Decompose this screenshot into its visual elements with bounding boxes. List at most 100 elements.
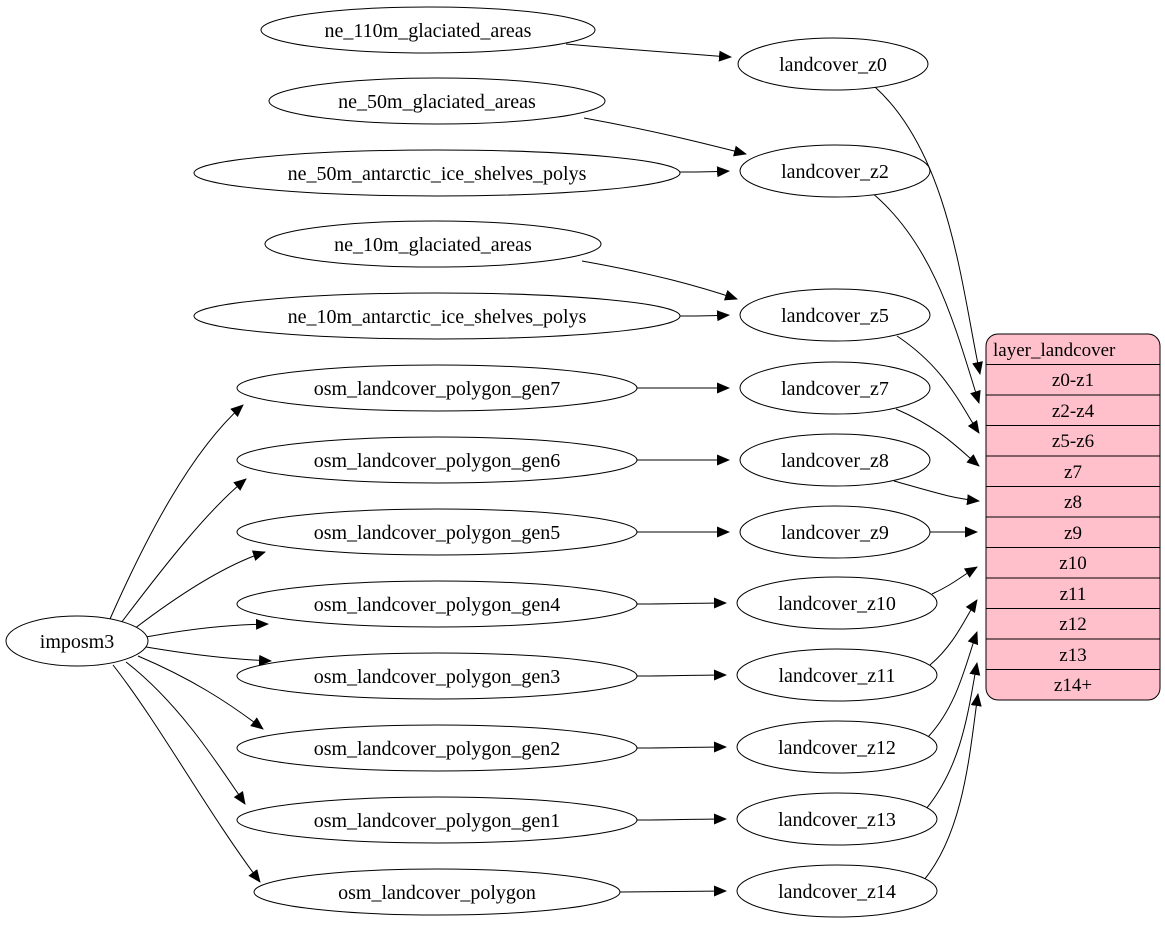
osm-landcover-polygon-gen2-label: osm_landcover_polygon_gen2 — [314, 738, 561, 760]
record-row-z5-z6: z5-z6 — [1052, 431, 1094, 452]
node-landcover-z5: landcover_z5 — [739, 288, 931, 342]
edge-polygon-to-z14 — [619, 885, 727, 897]
osm-landcover-polygon-gen3-shape — [236, 652, 638, 700]
layer-landcover-title: layer_landcover — [993, 340, 1116, 361]
edge-z10-to-row-z10 — [931, 566, 978, 595]
landcover-z13-shape — [736, 792, 938, 846]
edge-z13-to-row-z13 — [925, 662, 981, 810]
landcover-z5-label: landcover_z5 — [781, 305, 889, 327]
landcover-z14-shape — [736, 864, 938, 918]
edge-imposm3-to-gen2 — [137, 655, 264, 730]
edge-ne10m-glaciated-to-z5 — [581, 260, 738, 301]
osm-landcover-polygon-gen2-shape — [236, 724, 638, 772]
edge-imposm3-to-gen1 — [125, 661, 246, 805]
record-row-z10: z10 — [1059, 553, 1086, 574]
landcover-z10-shape — [736, 576, 938, 630]
landcover-z12-label: landcover_z12 — [778, 737, 896, 759]
imposm3-shape — [5, 615, 149, 667]
landcover-z12-shape — [736, 720, 938, 774]
edge-z12-to-row-z12 — [927, 631, 979, 738]
ne-50m-antarctic-ice-shelves-polys-label: ne_50m_antarctic_ice_shelves_polys — [288, 163, 587, 185]
node-landcover-z11: landcover_z11 — [736, 648, 938, 702]
edge-ne50m-glaciated-to-z2 — [583, 117, 747, 157]
node-ne-50m-glaciated-areas: ne_50m_glaciated_areas — [268, 77, 606, 125]
record-row-z0-z1: z0-z1 — [1052, 370, 1094, 391]
landcover-z0-label: landcover_z0 — [779, 54, 887, 76]
landcover-z9-label: landcover_z9 — [781, 522, 889, 544]
node-landcover-z13: landcover_z13 — [736, 792, 938, 846]
node-osm-landcover-polygon: osm_landcover_polygon — [253, 868, 621, 916]
node-ne-50m-antarctic-ice-shelves-polys: ne_50m_antarctic_ice_shelves_polys — [193, 149, 681, 197]
landcover-z8-label: landcover_z8 — [781, 450, 889, 472]
edge-imposm3-to-gen5 — [133, 550, 266, 630]
record-row-z13: z13 — [1059, 645, 1086, 666]
ne-10m-antarctic-ice-shelves-polys-label: ne_10m_antarctic_ice_shelves_polys — [288, 306, 587, 328]
edge-ne110m-glaciated-to-z0 — [565, 43, 732, 62]
node-ne-10m-glaciated-areas: ne_10m_glaciated_areas — [264, 220, 602, 268]
landcover-z5-shape — [739, 288, 931, 342]
osm-landcover-polygon-gen7-label: osm_landcover_polygon_gen7 — [314, 378, 561, 400]
landcover-z2-label: landcover_z2 — [781, 161, 889, 183]
edge-z8-to-row-z8 — [893, 480, 980, 506]
landcover-z8-shape — [739, 433, 931, 487]
record-layer-landcover: layer_landcover z0-z1 z2-z4 z5-z6 z7 z8 … — [985, 333, 1161, 701]
ne-110m-glaciated-areas-label: ne_110m_glaciated_areas — [325, 20, 532, 42]
landcover-z2-shape — [739, 144, 931, 198]
edge-imposm3-to-gen3 — [145, 646, 272, 666]
edge-gen2-to-z12 — [636, 741, 727, 753]
edge-imposm3-to-gen4 — [145, 618, 269, 638]
edge-layer — [109, 43, 983, 897]
node-landcover-z2: landcover_z2 — [739, 144, 931, 198]
node-osm-landcover-polygon-gen4: osm_landcover_polygon_gen4 — [236, 580, 638, 628]
node-landcover-z8: landcover_z8 — [739, 433, 931, 487]
ne-50m-glaciated-areas-shape — [268, 77, 606, 125]
ne-10m-glaciated-areas-shape — [264, 220, 602, 268]
landcover-z13-label: landcover_z13 — [778, 809, 896, 831]
osm-landcover-polygon-gen1-label: osm_landcover_polygon_gen1 — [314, 810, 561, 832]
ne-50m-glaciated-areas-label: ne_50m_glaciated_areas — [338, 91, 536, 113]
edge-z14-to-row-z14plus — [923, 693, 982, 881]
edge-imposm3-to-polygon — [112, 664, 261, 883]
ne-110m-glaciated-areas-shape — [260, 6, 596, 54]
node-landcover-z10: landcover_z10 — [736, 576, 938, 630]
osm-landcover-polygon-gen5-shape — [236, 508, 638, 556]
record-row-z2-z4: z2-z4 — [1052, 401, 1095, 422]
ne-10m-antarctic-ice-shelves-polys-shape — [193, 292, 681, 340]
landcover-z14-label: landcover_z14 — [778, 881, 896, 903]
edge-imposm3-to-gen7 — [109, 404, 244, 620]
edge-ne50m-antarctic-to-z2 — [679, 166, 730, 178]
node-osm-landcover-polygon-gen1: osm_landcover_polygon_gen1 — [236, 796, 638, 844]
node-landcover-z9: landcover_z9 — [739, 505, 931, 559]
landcover-z11-shape — [736, 648, 938, 702]
node-ne-10m-antarctic-ice-shelves-polys: ne_10m_antarctic_ice_shelves_polys — [193, 292, 681, 340]
osm-landcover-polygon-gen4-shape — [236, 580, 638, 628]
ne-50m-antarctic-ice-shelves-polys-shape — [193, 149, 681, 197]
edge-z5-to-row-z5-z6 — [896, 335, 980, 434]
node-landcover-z7: landcover_z7 — [739, 361, 931, 415]
record-row-z12: z12 — [1059, 614, 1086, 635]
node-osm-landcover-polygon-gen5: osm_landcover_polygon_gen5 — [236, 508, 638, 556]
landcover-z9-shape — [739, 505, 931, 559]
record-row-z11: z11 — [1060, 584, 1087, 605]
node-osm-landcover-polygon-gen6: osm_landcover_polygon_gen6 — [236, 436, 638, 484]
node-landcover-z12: landcover_z12 — [736, 720, 938, 774]
record-row-z7: z7 — [1064, 462, 1082, 483]
landcover-z0-shape — [737, 37, 929, 91]
osm-landcover-polygon-shape — [253, 868, 621, 916]
osm-landcover-polygon-gen5-label: osm_landcover_polygon_gen5 — [314, 522, 561, 544]
osm-landcover-polygon-gen3-label: osm_landcover_polygon_gen3 — [314, 666, 561, 688]
osm-landcover-polygon-gen4-label: osm_landcover_polygon_gen4 — [314, 594, 561, 616]
ne-10m-glaciated-areas-label: ne_10m_glaciated_areas — [334, 234, 532, 256]
imposm3-label: imposm3 — [40, 631, 114, 653]
node-osm-landcover-polygon-gen3: osm_landcover_polygon_gen3 — [236, 652, 638, 700]
osm-landcover-polygon-gen6-shape — [236, 436, 638, 484]
node-landcover-z0: landcover_z0 — [737, 37, 929, 91]
edge-imposm3-to-gen6 — [120, 478, 247, 624]
record-row-z9: z9 — [1064, 523, 1082, 544]
edge-z7-to-row-z7 — [895, 408, 980, 467]
node-osm-landcover-polygon-gen2: osm_landcover_polygon_gen2 — [236, 724, 638, 772]
edge-gen4-to-z10 — [636, 597, 727, 609]
edge-gen1-to-z13 — [636, 813, 727, 825]
